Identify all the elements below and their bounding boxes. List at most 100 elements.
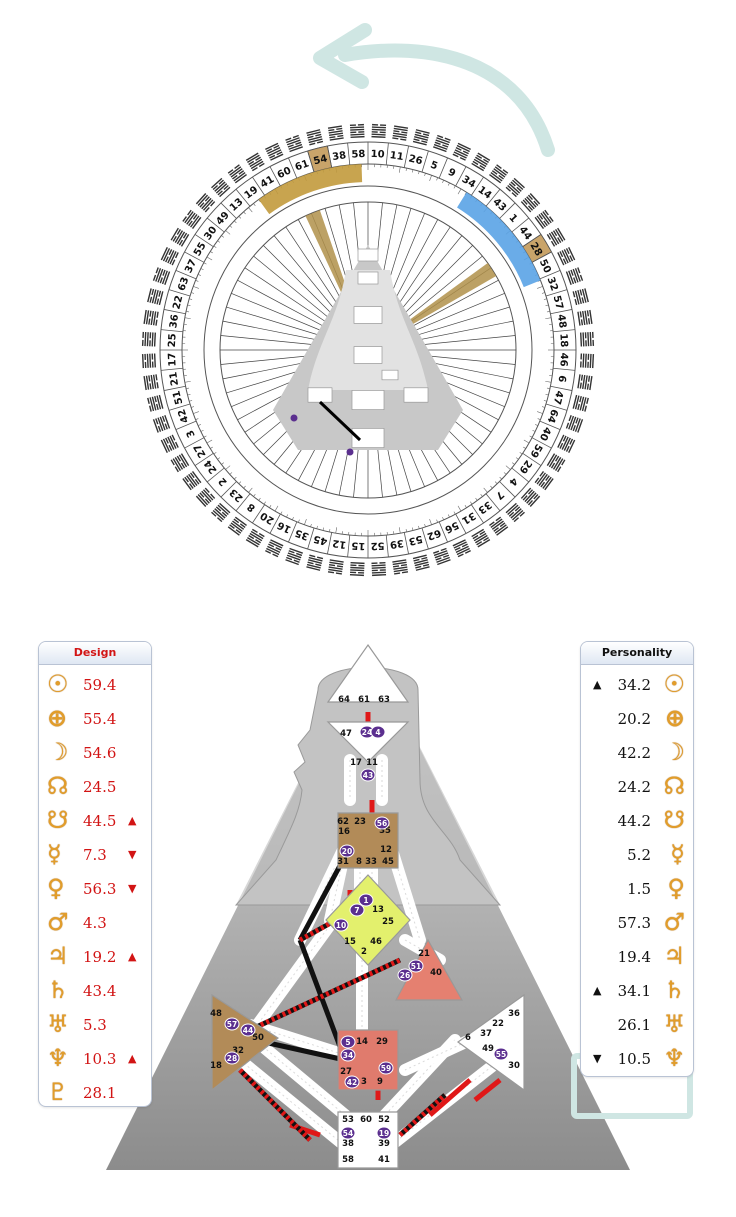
gate-label: 23 (354, 817, 366, 827)
gate-label: 46 (370, 937, 382, 947)
gate-label: 49 (482, 1044, 494, 1054)
highlighted-gate-label: 5 (345, 1038, 350, 1047)
planet-value: 55.4 (83, 710, 117, 728)
g-center (325, 874, 411, 966)
gate-label: 37 (480, 1029, 492, 1039)
planet-value: 57.3 (617, 914, 651, 932)
gate-label: 21 (418, 949, 430, 959)
planet-row: ♃19.4 (581, 939, 693, 973)
hexagram-icon (285, 547, 303, 566)
gate-label: 50 (252, 1033, 264, 1043)
mini-gate-dot (346, 448, 354, 456)
hexagram-icon (505, 502, 525, 523)
highlighted-gate (378, 1061, 394, 1075)
planet-row: ♄43.4 (39, 973, 151, 1007)
hexagram-icon (285, 134, 303, 153)
gate-label: 64 (338, 695, 350, 705)
gate-label: 3 (361, 1077, 367, 1087)
hexagram-icon (195, 193, 216, 213)
wheel-gate-number: 6 (555, 374, 567, 383)
wheel-gate-number: 39 (389, 537, 404, 550)
planet-glyph-icon: ♇ (47, 1078, 69, 1106)
mixed-channel (248, 957, 402, 1033)
planet-row: ☋44.5▲ (39, 803, 151, 837)
gate-label: 38 (342, 1139, 354, 1149)
gate-label: 6 (465, 1033, 471, 1043)
hexagram-icon (245, 528, 265, 548)
gate-label: 45 (382, 857, 394, 867)
planet-value: 42.2 (617, 744, 651, 762)
hexagram-icon (170, 227, 190, 247)
highlighted-gate-label: 24 (362, 728, 372, 737)
design-channel (473, 1078, 502, 1102)
planet-row: ☉59.4 (39, 667, 151, 701)
hexagram-icon (572, 288, 589, 306)
mini-center (351, 428, 385, 448)
highlighted-gate (224, 1017, 240, 1031)
gate-label: 13 (372, 905, 384, 915)
wheel-gate-number: 54 (312, 153, 328, 167)
wheel-gate-number: 51 (171, 389, 185, 405)
design-panel: Design ☉59.4⊕55.4☽54.6☊24.5☋44.5▲☿7.3▼♀5… (38, 641, 152, 1107)
mini-body-head (308, 270, 428, 390)
gate-label: 11 (366, 758, 378, 768)
gate-label: 32 (232, 1046, 244, 1056)
mini-center (357, 248, 379, 262)
highlighted-gate (349, 903, 365, 917)
planet-row: ☋44.2 (581, 803, 693, 837)
hexagram-icon (534, 471, 554, 491)
wheel-gate-number: 17 (167, 352, 179, 366)
planet-value: 34.1 (617, 982, 651, 1000)
hexagram-icon (152, 267, 171, 285)
direction-arrow-icon: ▲ (128, 950, 137, 963)
highlighted-gate-label: 55 (496, 1050, 506, 1059)
highlighted-gate-label: 59 (381, 1064, 391, 1073)
head-center (326, 643, 410, 703)
hexagram-icon (452, 539, 471, 558)
planet-row: ♇28.4 (581, 1075, 693, 1076)
planet-glyph-icon: ♆ (663, 1044, 685, 1072)
wheel-gate-number: 37 (183, 258, 199, 275)
highlighted-gate (224, 1051, 240, 1065)
planet-value: 24.5 (83, 778, 117, 796)
gate-label: 53 (342, 1115, 354, 1125)
planet-value: 19.4 (617, 948, 651, 966)
highlighted-gate (240, 1023, 256, 1037)
wheel-gate-number: 61 (294, 158, 311, 173)
gate-label: 40 (430, 968, 442, 978)
planet-value: 20.2 (617, 710, 651, 728)
gate-label: 16 (338, 827, 350, 837)
hexagram-icon (141, 331, 156, 347)
hexagram-icon (160, 434, 179, 453)
wheel-gate-number: 38 (332, 150, 347, 163)
hexagram-icon (371, 123, 387, 138)
gate-label: 58 (342, 1155, 354, 1165)
hexagram-icon (147, 394, 164, 412)
gate-label: 48 (210, 1009, 222, 1019)
highlighted-gate-label: 42 (347, 1078, 357, 1087)
hexagram-icon (306, 129, 324, 146)
wheel-gate-number: 58 (351, 149, 365, 161)
planet-value: 19.2 (83, 948, 117, 966)
gate-label: 18 (210, 1061, 222, 1071)
gate-label: 33 (365, 857, 377, 867)
hexagram-icon (147, 288, 164, 306)
planet-row: ♃19.2▲ (39, 939, 151, 973)
highlighted-gate-label: 34 (343, 1051, 353, 1060)
direction-arrow-icon: ▲ (128, 814, 137, 827)
mini-center (307, 387, 333, 403)
wheel-gate-number: 16 (276, 519, 293, 535)
planet-value: 7.3 (83, 846, 107, 864)
highlighted-gate (339, 844, 355, 858)
mini-center (357, 271, 379, 285)
planet-value: 10.5 (617, 1050, 651, 1068)
planet-row: ♂4.3 (39, 905, 151, 939)
planet-glyph-icon: ☋ (47, 806, 69, 834)
gate-label: 63 (378, 695, 390, 705)
hexagram-icon (265, 539, 284, 558)
highlighted-gate (340, 1035, 356, 1049)
highlighted-gate (340, 1048, 356, 1062)
mini-center (351, 390, 385, 410)
wheel-gate-number: 40 (537, 425, 553, 442)
hexagram-icon (520, 193, 541, 213)
